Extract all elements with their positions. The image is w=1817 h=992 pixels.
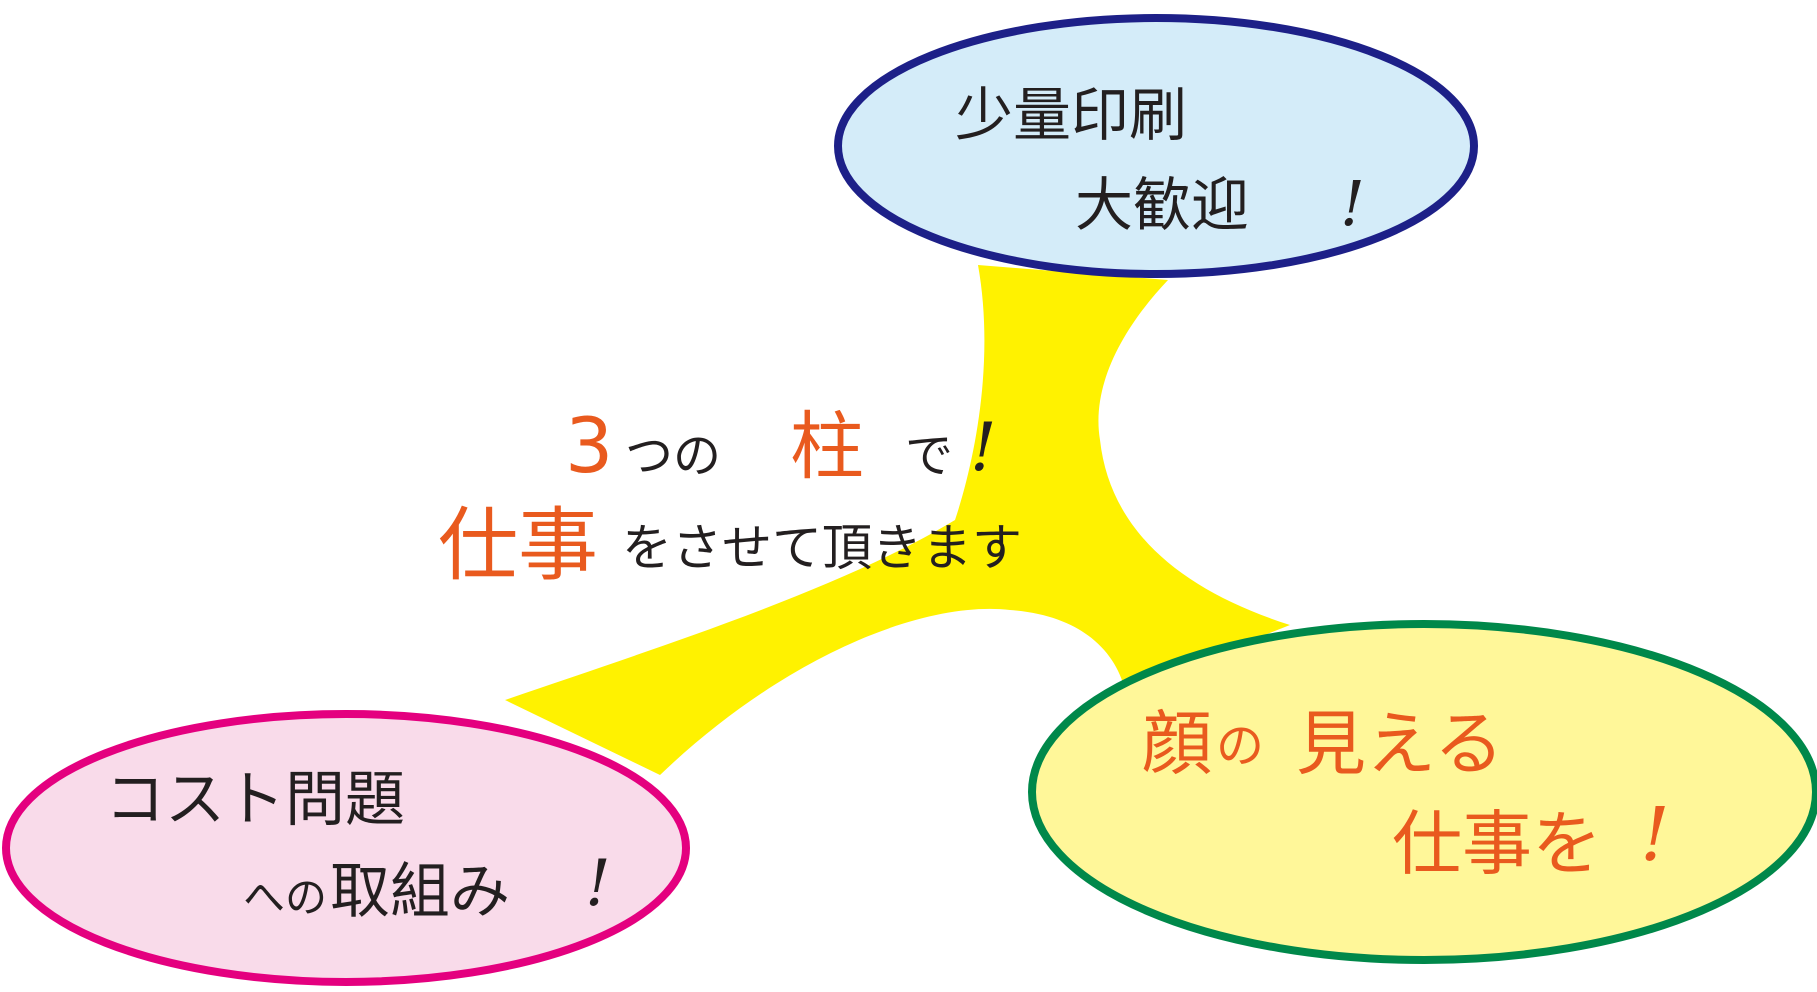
center-de: で xyxy=(905,428,953,484)
center-exclaim: ! xyxy=(970,409,997,486)
node-top-ellipse xyxy=(834,14,1478,278)
node-right-ellipse xyxy=(1028,620,1817,964)
center-pillar: 柱 xyxy=(790,404,864,490)
center-shigoto: 仕事 xyxy=(438,499,598,592)
node-right-exclaim: ! xyxy=(1640,792,1670,878)
node-right-line1-b: の xyxy=(1216,718,1264,774)
yellow-connector xyxy=(505,265,1290,775)
node-face-to-face-work: 顔 の 見える 仕事を ! xyxy=(1028,620,1817,964)
node-left-line1: コスト問題 xyxy=(105,765,405,835)
node-top-line1: 少量印刷 xyxy=(955,81,1187,149)
node-left-line2-main: 取組み xyxy=(330,857,510,927)
node-left-ellipse xyxy=(2,710,690,986)
center-rest: をさせて頂きます xyxy=(622,519,1022,577)
center-tsu-no: つの xyxy=(625,428,721,484)
node-top-line2: 大歓迎 xyxy=(1075,171,1249,239)
node-small-lot-printing: 少量印刷 大歓迎 ! xyxy=(834,14,1478,278)
node-top-exclaim: ! xyxy=(1340,167,1365,240)
node-right-line2: 仕事を xyxy=(1392,803,1602,885)
node-right-line1-c: 見える xyxy=(1296,703,1504,785)
center-number: 3 xyxy=(565,401,613,490)
center-message: 3 つの 柱 で ! 仕事 をさせて頂きます xyxy=(438,401,1022,592)
node-right-line1-a: 顔 xyxy=(1142,703,1212,785)
node-left-line2-small: への xyxy=(243,873,327,922)
node-left-exclaim: ! xyxy=(585,847,611,921)
node-cost-issue: コスト問題 への 取組み ! xyxy=(2,710,690,986)
